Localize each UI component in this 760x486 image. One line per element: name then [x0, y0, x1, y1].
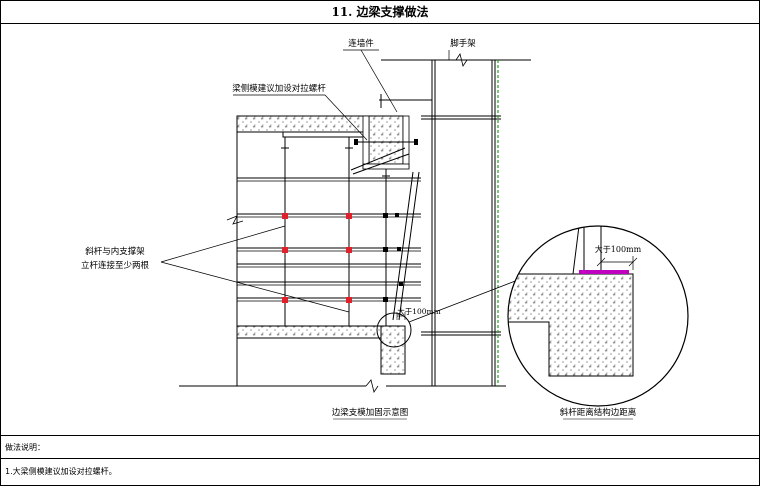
- joint-nodes: [383, 213, 403, 302]
- floor-slab: [236, 115, 378, 133]
- scaffold-break-symbol: [455, 53, 468, 67]
- ledger-pairs: [237, 180, 421, 302]
- ground-break-symbol: [365, 379, 379, 393]
- magnifier-small: [376, 312, 412, 348]
- lower-slab: [236, 325, 400, 339]
- caption-left: 边梁支模加固示意图: [332, 407, 409, 418]
- label-diagonal-note-1: 斜杆与内支撑架: [85, 246, 145, 257]
- construction-diagram: 连墙件 脚手架 梁侧模建议加设对拉螺杆 斜杆与内支撑架 立杆连接至少两根 大于1…: [81, 38, 689, 420]
- caption-right: 斜杆距离结构边距离: [560, 407, 637, 418]
- base-pad: [579, 270, 629, 274]
- magnifier-large: [507, 225, 689, 407]
- label-diagonal-note-2: 立杆连接至少两根: [81, 260, 150, 271]
- label-scaffold: 脚手架: [450, 38, 476, 49]
- label-beam-side-form: 梁侧模建议加设对拉螺杆: [232, 83, 326, 94]
- notes-section: 做法说明： 1.大梁侧模建议加设对拉螺杆。: [1, 436, 759, 485]
- notes-item: 1.大梁侧模建议加设对拉螺杆。: [5, 467, 117, 476]
- notes-title: 做法说明：: [5, 443, 45, 452]
- tie-bolt-nut-right: [414, 139, 418, 145]
- sheet-title: 11. 边梁支撑做法: [1, 1, 759, 24]
- tie-bolt-nut-left: [354, 139, 358, 145]
- lower-edge-beam: [380, 325, 406, 375]
- slab-formwork: [282, 131, 370, 138]
- leader-lines: [160, 49, 450, 313]
- notes-divider: [1, 458, 759, 459]
- red-clamps: [282, 213, 352, 303]
- wall-break-symbol: [226, 215, 244, 225]
- diagonal-braces: [350, 147, 420, 321]
- label-distance-main: 大于100mm: [397, 306, 441, 316]
- detail-view: [507, 225, 689, 407]
- magnifier-connector: [408, 277, 524, 323]
- label-distance-detail: 大于100mm: [595, 244, 642, 254]
- external-scaffold: [381, 59, 531, 386]
- drawing-area: 连墙件 脚手架 梁侧模建议加设对拉螺杆 斜杆与内支撑架 立杆连接至少两根 大于1…: [1, 24, 759, 436]
- edge-beam: [368, 115, 404, 165]
- label-wall-tie: 连墙件: [348, 38, 374, 49]
